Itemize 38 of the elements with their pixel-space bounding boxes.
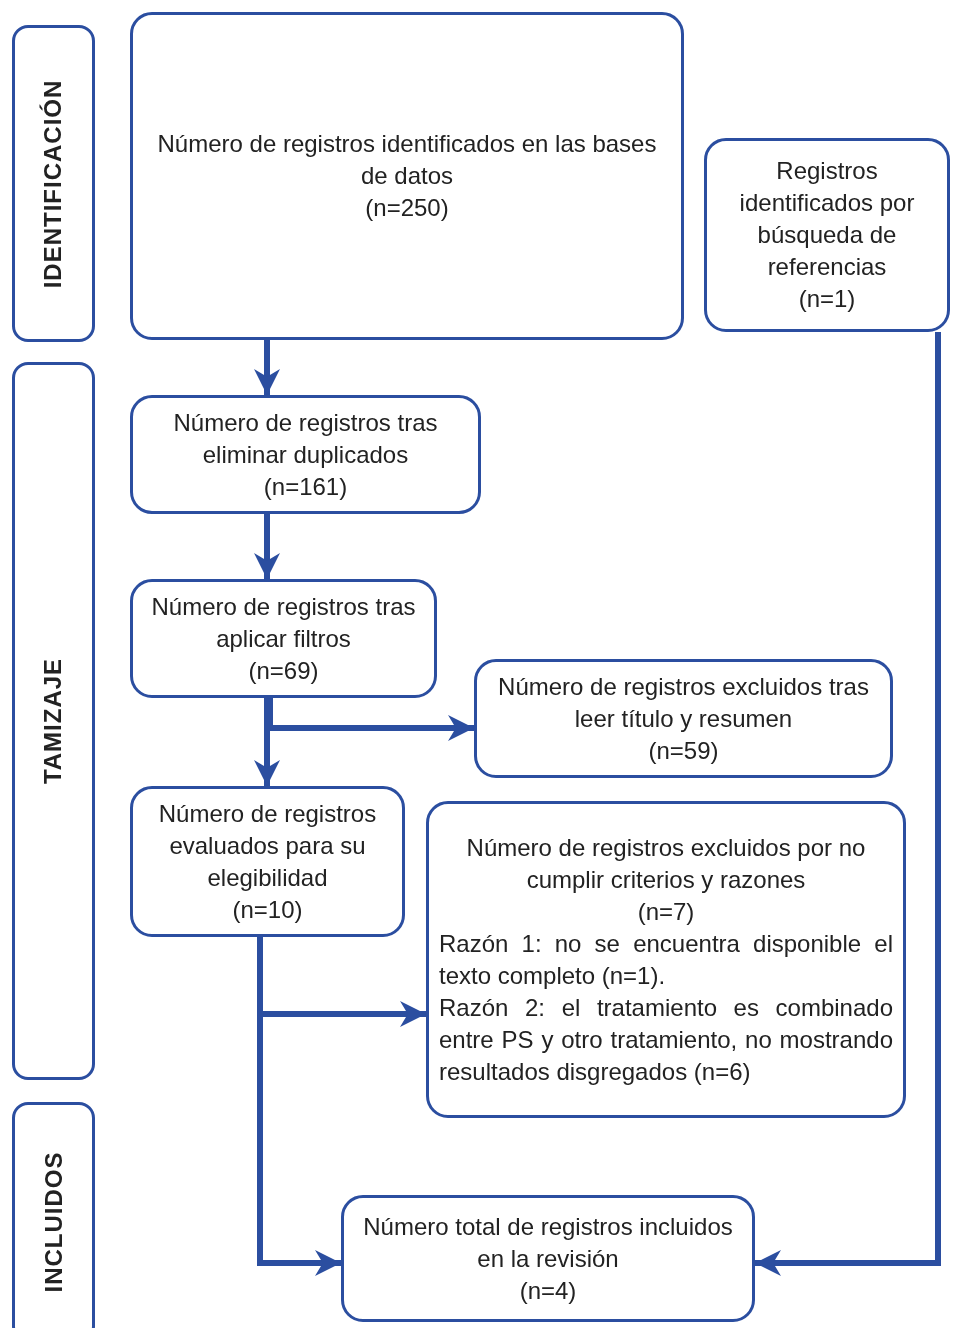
box-text: (n=250)	[364, 193, 450, 223]
arrow	[267, 698, 474, 741]
process-box	[474, 659, 893, 778]
arrow	[257, 937, 426, 1027]
section-band	[12, 362, 95, 1080]
box-text: Número de registros evaluados para su elegibilidad	[157, 798, 378, 893]
box-text: Registros identificados por búsqueda de referencias	[738, 156, 916, 282]
process-box	[130, 395, 481, 514]
process-box	[704, 138, 950, 332]
box-text: (n=59)	[647, 735, 720, 766]
section-label: INCLUIDOS	[38, 1151, 68, 1293]
process-box	[130, 786, 405, 937]
arrow	[254, 514, 280, 579]
section-band	[12, 1102, 95, 1328]
section-label: IDENTIFICACIÓN	[38, 79, 68, 288]
box-text: Número de registros excluidos tras leer título y resumen	[497, 671, 870, 734]
arrow	[755, 332, 941, 1276]
box-text: Número de registros tras aplicar filtros	[150, 591, 417, 654]
box-text: Número de registros tras eliminar duplicados	[172, 407, 439, 470]
box-text: (n=10)	[231, 894, 304, 925]
box-text: (n=69)	[247, 655, 320, 686]
box-text: Razón 2: el tratamiento es combinado entre PS y otro tratamiento, no mostrando resultados disgregados (n=6)	[439, 992, 893, 1087]
box-text: Razón 1: no se encuentra disponible el texto completo (n=1).	[439, 928, 893, 991]
box-text: Número de registros identificados en las bases de datos	[156, 129, 658, 191]
box-text: (n=7)	[636, 896, 696, 927]
section-label: TAMIZAJE	[38, 657, 68, 785]
process-box	[130, 12, 684, 340]
arrow	[254, 340, 280, 395]
box-text: (n=4)	[518, 1275, 578, 1306]
box-text: (n=1)	[797, 284, 857, 314]
arrow	[254, 698, 280, 786]
box-text: Número total de registros incluidos en la revisión	[362, 1211, 734, 1274]
process-box	[130, 579, 437, 698]
process-box	[341, 1195, 755, 1322]
process-box	[426, 801, 906, 1118]
section-band	[12, 25, 95, 342]
box-text: Número de registros excluidos por no cumplir criterios y razones	[465, 832, 867, 895]
box-text: (n=161)	[262, 471, 349, 502]
